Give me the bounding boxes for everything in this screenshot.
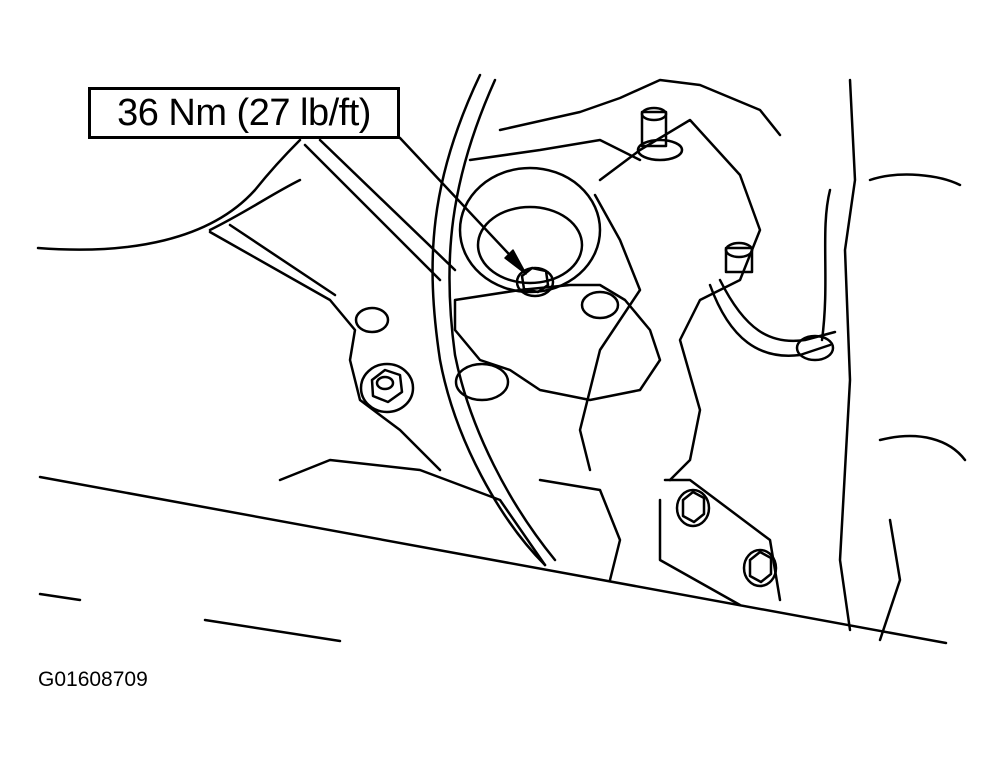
cable	[431, 73, 547, 567]
lower-bracket-edge	[658, 498, 742, 607]
ground-dash-2	[203, 618, 342, 643]
mount-boss-inner	[476, 205, 584, 285]
lower-structure	[278, 458, 547, 567]
base-line	[38, 475, 948, 645]
right-frame-5	[878, 518, 902, 642]
arm-lower-hole	[454, 362, 510, 402]
top-stud	[636, 106, 684, 162]
figure-id-label: G01608709	[38, 668, 148, 691]
wire-harness	[708, 283, 832, 357]
bracket-mid-edge	[303, 143, 442, 282]
callout-leader-line	[398, 136, 524, 270]
frame-top-inner	[468, 138, 642, 162]
bracket-slot-hole	[354, 306, 390, 334]
lower-structure-2	[538, 478, 622, 582]
mount-arm	[453, 283, 662, 402]
target-bolt	[515, 266, 555, 298]
lower-bolt-2	[742, 548, 778, 588]
torque-callout-box: 36 Nm (27 lb/ft)	[88, 87, 400, 139]
ground-dash-1	[38, 592, 82, 602]
arm-hole	[580, 290, 620, 320]
bracket-left-edge-inner	[228, 223, 337, 297]
mount-boss-outer	[458, 166, 602, 294]
torque-spec-label: 36 Nm (27 lb/ft)	[117, 91, 371, 134]
callout-arrowhead	[504, 249, 527, 275]
right-bracket	[598, 118, 762, 482]
right-frame	[838, 78, 857, 632]
bracket-mid-edge-2	[318, 138, 457, 272]
frame-top	[498, 78, 782, 137]
cable-outer	[448, 78, 557, 562]
left-bolt	[359, 362, 415, 414]
right-bracket-inner	[578, 193, 642, 472]
right-frame-4	[878, 434, 967, 462]
bracket-left-edge	[208, 230, 442, 472]
lower-bolt-1	[675, 488, 711, 528]
wire-connector	[795, 334, 835, 362]
left-housing-inner	[208, 178, 302, 232]
right-frame-2	[868, 173, 962, 187]
right-frame-3	[820, 188, 832, 342]
side-stud	[724, 241, 754, 274]
left-housing-outline	[36, 138, 302, 251]
